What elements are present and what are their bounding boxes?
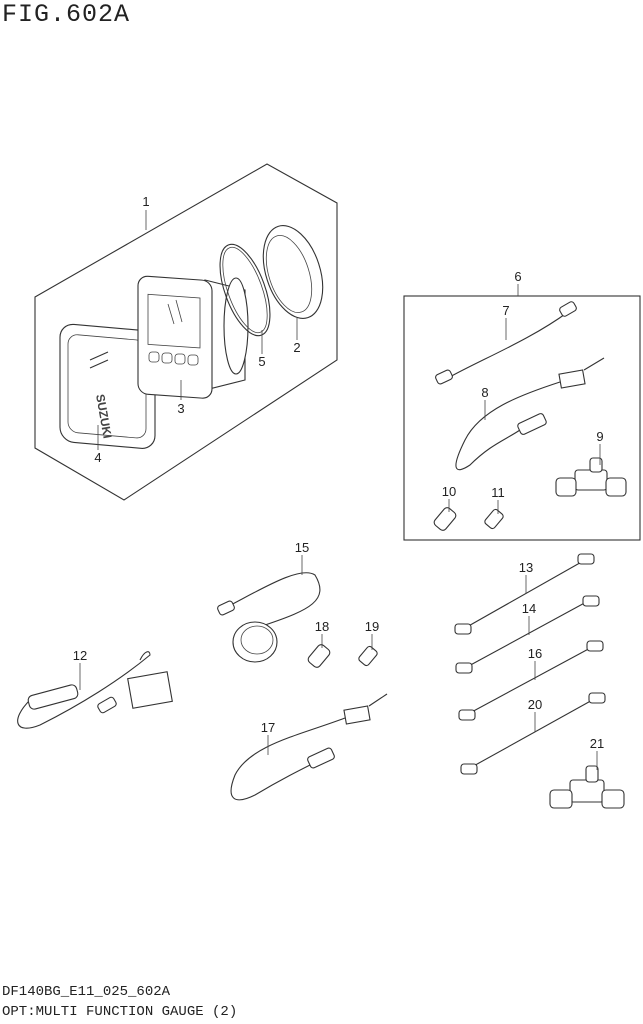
callout-16: 16 xyxy=(528,646,542,661)
part-19-terminator xyxy=(358,645,378,667)
callout-2: 2 xyxy=(293,340,300,355)
callout-4: 4 xyxy=(94,450,101,465)
part-4-bezel: SUZUKI xyxy=(59,323,156,449)
callout-3: 3 xyxy=(177,401,184,416)
part-12-cable xyxy=(17,651,173,729)
part-8-cable xyxy=(455,357,605,471)
leader-lines xyxy=(79,210,601,770)
callout-9: 9 xyxy=(596,429,603,444)
callout-19: 19 xyxy=(365,619,379,634)
callout-12: 12 xyxy=(73,648,87,663)
part-10-terminator xyxy=(433,507,457,531)
callout-5: 5 xyxy=(258,354,265,369)
callout-8: 8 xyxy=(481,385,488,400)
figure-title: FIG.602A xyxy=(2,0,131,29)
assembly-6-frame xyxy=(403,295,641,541)
part-2-nut xyxy=(262,225,324,319)
part-11-terminator xyxy=(484,508,504,530)
callout-13: 13 xyxy=(519,560,533,575)
callout-18: 18 xyxy=(315,619,329,634)
model-code: DF140BG_E11_025_602A xyxy=(2,984,171,1000)
callout-15: 15 xyxy=(295,540,309,555)
callout-1: 1 xyxy=(142,194,149,209)
callout-10: 10 xyxy=(442,484,456,499)
part-14-cable xyxy=(455,595,600,674)
callout-6: 6 xyxy=(514,269,521,284)
part-9-tee-connector xyxy=(555,457,627,497)
diagram-caption: OPT:MULTI FUNCTION GAUGE (2) xyxy=(2,1004,238,1020)
part-5-o-ring xyxy=(219,243,271,337)
callout-20: 20 xyxy=(528,697,542,712)
callout-14: 14 xyxy=(522,601,536,616)
part-16-cable xyxy=(458,640,604,721)
callout-17: 17 xyxy=(261,720,275,735)
callout-21: 21 xyxy=(590,736,604,751)
part-3-gauge xyxy=(137,275,249,399)
callout-7: 7 xyxy=(502,303,509,318)
callout-11: 11 xyxy=(491,485,505,500)
part-15-sensor xyxy=(217,572,321,663)
part-18-terminator xyxy=(307,644,331,668)
part-13-cable xyxy=(454,553,595,635)
part-17-cable xyxy=(230,693,388,801)
part-21-tee-connector xyxy=(549,765,625,809)
assembly-1-frame xyxy=(34,163,338,501)
part-7-cable xyxy=(435,301,577,385)
part-20-cable xyxy=(460,692,606,775)
